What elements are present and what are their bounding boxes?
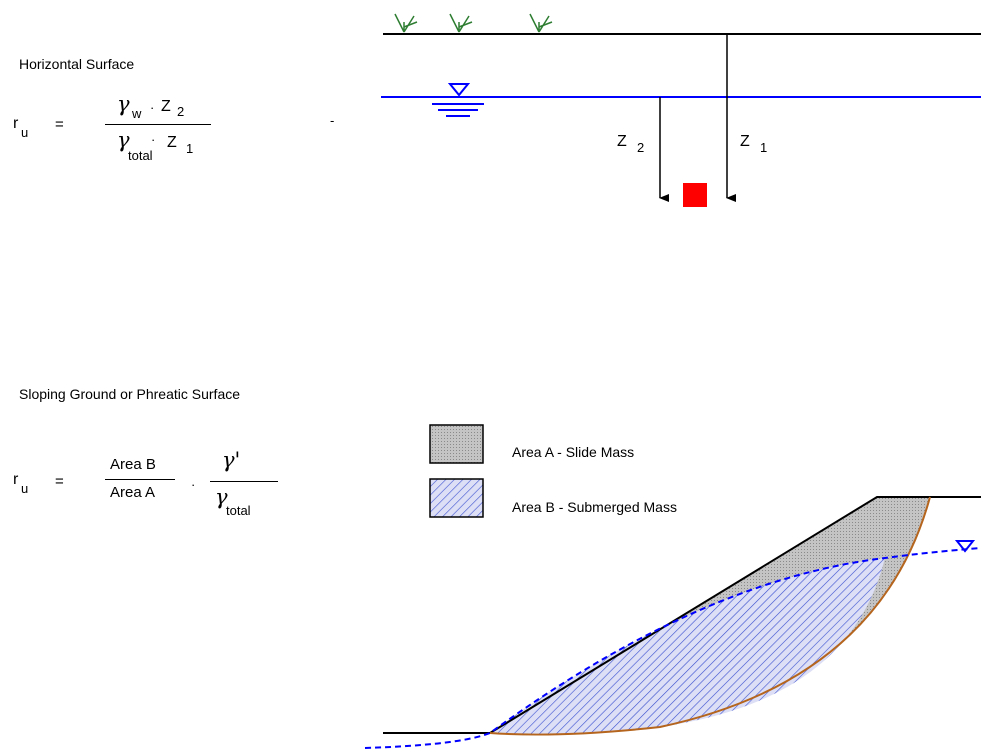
ru-subscript-2: u: [21, 481, 29, 496]
slip-surface-curve: [489, 496, 931, 736]
ru-subscript: u: [21, 125, 29, 140]
z2-label-subscript: 2: [637, 140, 645, 155]
z2-subscript: 2: [177, 104, 185, 119]
multiply-dot-den: ·: [151, 132, 156, 147]
z1-label-subscript: 1: [760, 140, 768, 155]
ru-symbol-2: r: [13, 471, 19, 488]
grass-icon: [394, 13, 553, 33]
gray-fill-swatch-icon: [429, 424, 484, 464]
z1-label: Z: [740, 133, 750, 150]
fraction-bar-2: [210, 481, 278, 482]
horizontal-surface-title: Horizontal Surface: [19, 56, 135, 72]
gamma-w-subscript: w: [132, 106, 142, 121]
area-a-label: Area A: [110, 484, 156, 501]
fraction-bar: [105, 124, 211, 125]
submerged-mass-area: [490, 558, 885, 735]
area-b-label: Area B: [110, 456, 156, 473]
equals-sign: =: [55, 116, 64, 133]
z2-symbol: Z: [161, 98, 171, 115]
gamma-total-subscript: total: [128, 148, 153, 163]
z2-label: Z: [617, 133, 627, 150]
equals-sign-2: =: [55, 473, 64, 490]
multiply-dot-2: ·: [191, 477, 196, 492]
stray-mark: -: [330, 113, 335, 128]
gamma-total-symbol: γ: [117, 128, 130, 152]
gamma-total-subscript-2: total: [226, 503, 251, 518]
phreatic-surface-line: [364, 547, 981, 749]
legend-label-area-a: Area A - Slide Mass: [512, 444, 635, 460]
gamma-prime-symbol: γ': [222, 448, 241, 472]
multiply-dot: ·: [150, 100, 155, 115]
fraction-bar-1: [105, 479, 175, 480]
sloping-surface-title: Sloping Ground or Phreatic Surface: [19, 386, 241, 402]
legend-label-area-b: Area B - Submerged Mass: [512, 499, 677, 515]
phreatic-water-table-icon: [954, 540, 976, 553]
blue-hatch-swatch-icon: [429, 478, 484, 518]
z1-subscript: 1: [186, 141, 194, 156]
water-table-icon: [432, 83, 484, 117]
soil-element-icon: [683, 183, 707, 207]
gamma-w-symbol: γ: [117, 92, 130, 116]
z1-symbol: Z: [167, 134, 177, 151]
ru-symbol: r: [13, 115, 19, 132]
gamma-total-symbol-2: γ: [215, 485, 228, 509]
